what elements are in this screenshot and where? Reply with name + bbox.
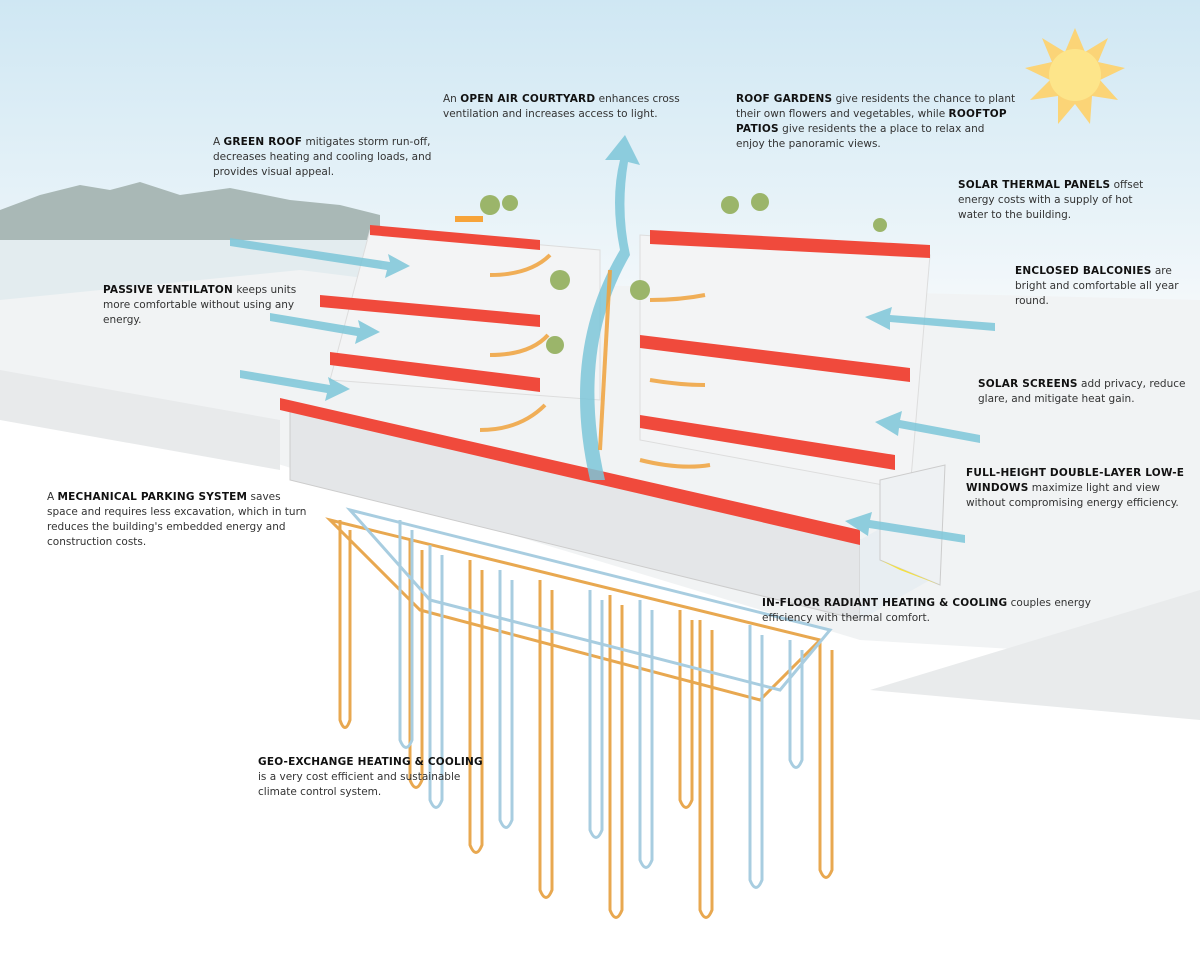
annotation-solar-thermal-panels: SOLAR THERMAL PANELS offset energy costs… — [958, 178, 1158, 223]
annotation-text: An — [443, 93, 461, 105]
annotation-heading: MECHANICAL PARKING SYSTEM — [57, 491, 248, 503]
annotation-green-roof: A GREEN ROOF mitigates storm run-off, de… — [213, 135, 453, 180]
annotation-heading: ROOF GARDENS — [736, 93, 833, 105]
airflow-arrows — [230, 135, 995, 543]
annotation-text: A — [213, 136, 224, 148]
geo-exchange-loops — [325, 507, 834, 919]
annotation-text: give residents the chance to plant their… — [736, 93, 1016, 120]
annotation-text: give residents the a place to relax and … — [736, 123, 985, 150]
annotation-text: maximize light and view without compromi… — [966, 482, 1179, 509]
annotation-heading: GREEN ROOF — [223, 136, 303, 148]
annotation-solar-screens: SOLAR SCREENS add privacy, reduce glare,… — [978, 377, 1198, 407]
annotation-open-air-courtyard: An OPEN AIR COURTYARD enhances cross ven… — [443, 92, 718, 122]
annotation-in-floor-radiant: IN-FLOOR RADIANT HEATING & COOLING coupl… — [762, 596, 1102, 626]
annotation-text: offset energy costs with a supply of hot… — [958, 179, 1144, 221]
annotation-heading: PASSIVE VENTILATON — [103, 284, 234, 296]
annotation-passive-ventilation: PASSIVE VENTILATON keeps units more comf… — [103, 283, 308, 328]
annotation-heading: SOLAR THERMAL PANELS — [958, 179, 1111, 191]
annotation-mechanical-parking: A MECHANICAL PARKING SYSTEM saves space … — [47, 490, 309, 550]
annotation-heading: FULL-HEIGHT DOUBLE-LAYER LOW-E WINDOWS — [966, 467, 1185, 494]
annotation-text: is a very cost efficient and sustainable… — [258, 771, 461, 798]
annotation-heading: ENCLOSED BALCONIES — [1015, 265, 1152, 277]
annotation-geo-exchange: GEO-EXCHANGE HEATING & COOLING is a very… — [258, 755, 493, 800]
mountains — [0, 182, 380, 250]
annotation-heading: GEO-EXCHANGE HEATING & COOLING — [258, 756, 483, 768]
warm-air-arrows — [479, 253, 711, 469]
annotation-text: A — [47, 491, 58, 503]
annotation-heading: SOLAR SCREENS — [978, 378, 1078, 390]
building — [280, 193, 946, 621]
annotation-text: mitigates storm run-off, decreases heati… — [213, 136, 432, 178]
annotation-heading: IN-FLOOR RADIANT HEATING & COOLING — [762, 597, 1008, 609]
annotation-roof-gardens: ROOF GARDENS give residents the chance t… — [736, 92, 1016, 152]
annotation-heading: OPEN AIR COURTYARD — [460, 93, 596, 105]
annotation-enclosed-balconies: ENCLOSED BALCONIES are bright and comfor… — [1015, 264, 1180, 309]
annotation-text: saves space and requires less excavation… — [47, 491, 307, 548]
annotation-text: add privacy, reduce glare, and mitigate … — [978, 378, 1186, 405]
annotation-text: couples energy efficiency with thermal c… — [762, 597, 1091, 624]
annotation-text: enhances cross ventilation and increases… — [443, 93, 680, 120]
sun-icon — [1025, 28, 1125, 124]
annotation-heading: ROOFTOP PATIOS — [736, 108, 1007, 135]
annotation-text: are bright and comfortable all year roun… — [1015, 265, 1179, 307]
annotation-text: keeps units more comfortable without usi… — [103, 284, 297, 326]
annotation-low-e-windows: FULL-HEIGHT DOUBLE-LAYER LOW-E WINDOWS m… — [966, 466, 1198, 511]
